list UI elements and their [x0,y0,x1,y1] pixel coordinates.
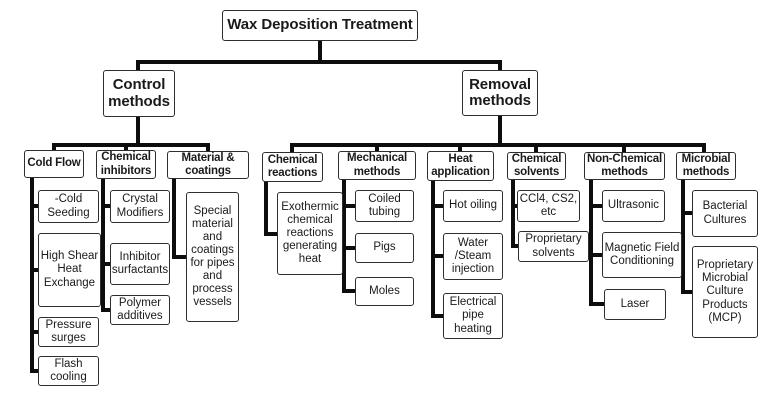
connector-line [431,204,445,208]
connector-line [511,204,519,208]
node-water-steam-injection: Water /Steam injection [443,233,503,280]
node-mechanical-methods: Mechanical methods [338,151,416,180]
connector-line [498,60,502,72]
node-microbial-methods: Microbial methods [676,152,736,180]
connector-line [681,211,694,215]
node-cold-flow: Cold Flow [24,150,84,178]
connector-line [318,39,322,63]
connector-line [342,289,357,293]
connector-line [52,143,210,147]
connector-line [101,176,105,312]
node-cold-seeding: -Cold Seeding [38,190,99,223]
node-inhibitor-surfactants: Inhibitor surfactants [110,243,170,285]
node-flash-cooling: Flash cooling [38,356,99,386]
node-chemical-solvents: Chemical solvents [507,152,566,180]
node-pigs: Pigs [355,233,414,263]
connector-line [681,290,694,294]
node-chemical-inhibitors: Chemical inhibitors [96,150,156,179]
connector-line [342,204,357,208]
node-control-methods: Control methods [103,70,175,117]
node-ccl4-cs2-etc: CCl4, CS2, etc [517,190,580,222]
node-removal-methods: Removal methods [462,70,538,116]
node-pressure-surges: Pressure surges [38,317,99,347]
connector-line [622,143,626,154]
node-proprietary-microbial-culture-products: Proprietary Microbial Culture Products (… [692,246,758,338]
connector-line [172,177,176,259]
node-non-chemical-methods: Non-Chemical methods [584,152,665,180]
node-material-coatings: Material & coatings [167,151,249,179]
connector-line [511,244,520,248]
connector-line [101,262,112,266]
connector-line [589,253,604,257]
connector-line [30,330,40,334]
connector-line [136,60,502,64]
connector-line [342,246,357,250]
connector-line [30,369,40,373]
connector-line [458,143,462,154]
node-chemical-reactions: Chemical reactions [262,152,323,182]
connector-line [589,204,604,208]
connector-line [511,178,515,248]
connector-line [589,302,606,306]
connector-line [172,255,188,259]
node-coiled-tubing: Coiled tubing [355,190,414,222]
node-hot-oiling: Hot oiling [443,190,503,222]
connector-line [290,143,706,147]
connector-line [264,232,279,236]
node-high-shear-heat-exchange: High Shear Heat Exchange [38,233,101,307]
connector-line [342,178,346,293]
connector-line [206,143,210,153]
node-wax-deposition-treatment: Wax Deposition Treatment [222,10,418,41]
node-electrical-pipe-heating: Electrical pipe heating [443,293,503,339]
connector-line [30,204,40,208]
node-proprietary-solvents: Proprietary solvents [518,231,589,262]
node-ultrasonic: Ultrasonic [602,190,665,222]
connector-line [290,143,294,154]
connector-line [589,178,593,306]
connector-line [534,143,538,154]
connector-line [30,176,34,373]
connector-line [375,143,379,153]
connector-line [431,254,445,258]
connector-line [264,178,268,236]
connector-line [101,204,112,208]
connector-line [101,308,112,312]
node-moles: Moles [355,277,414,306]
node-bacterial-cultures: Bacterial Cultures [692,190,758,237]
connector-line [30,268,40,272]
connector-line [431,314,445,318]
connector-line [52,143,56,152]
node-laser: Laser [604,289,666,320]
connector-line [702,143,706,154]
node-special-material-coatings: Special material and coatings for pipes … [186,192,239,322]
node-heat-application: Heat application [427,151,494,181]
connector-line [124,143,128,152]
node-exothermic-reactions: Exothermic chemical reactions generating… [277,192,343,275]
node-magnetic-field-conditioning: Magnetic Field Conditioning [602,232,682,278]
connector-line [681,178,685,294]
connector-line [431,179,435,318]
connector-line [136,115,140,146]
connector-line [498,114,502,147]
node-crystal-modifiers: Crystal Modifiers [110,190,170,223]
connector-line [136,60,140,72]
node-polymer-additives: Polymer additives [110,295,170,325]
